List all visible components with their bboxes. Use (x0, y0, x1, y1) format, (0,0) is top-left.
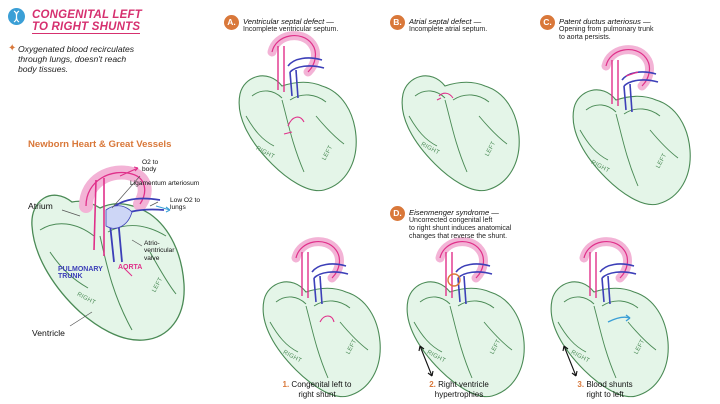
atrium-label: Atrium (28, 201, 53, 211)
pulmonary-trunk-label: PULMONARY TRUNK (58, 266, 103, 281)
step-2-line-2: hypertrophies (434, 389, 484, 399)
step-3-line-2: right to left (586, 389, 624, 399)
step2-heart-illustration (406, 242, 525, 398)
step3-heart-illustration (550, 242, 669, 398)
panel-a-title: Ventricular septal defect — (243, 17, 334, 26)
av-line-2: ventricular (144, 247, 175, 255)
panel-d-body-2: to right shunt induces anatomical (409, 225, 512, 232)
panel-a-badge: A. (224, 15, 239, 30)
page-title: CONGENITAL LEFT TO RIGHT SHUNTS (32, 9, 142, 34)
panel-c-title: Patent ductus arteriosus — (559, 17, 651, 26)
pda-heart-illustration (572, 50, 691, 206)
panel-a-body: Incomplete ventricular septum. (243, 26, 339, 33)
ligamentum-label: Ligamentum arteriosum (130, 180, 200, 187)
step-1-line-2: right shunt (298, 389, 336, 399)
panel-d-badge: D. (390, 206, 405, 221)
step1-heart-illustration (262, 242, 381, 398)
step-3-caption: 3. Blood shunts right to left (550, 380, 660, 399)
step-2-line-1: Right ventricle (438, 380, 489, 389)
ventricle-label: Ventricle (32, 328, 65, 338)
dna-icon (8, 8, 25, 25)
panel-b-caption: Atrial septal defect — Incomplete atrial… (409, 17, 487, 34)
panel-d-title: Eisenmenger syndrome — (409, 208, 499, 217)
step-3-number: 3. (577, 380, 585, 389)
panel-d-body-1: Uncorrected congenital left (409, 217, 493, 224)
title-line-2: TO RIGHT SHUNTS (32, 21, 141, 34)
step-1-line-1: Congenital left to (291, 380, 352, 389)
title-line-1: CONGENITAL LEFT (32, 9, 142, 21)
bulb-icon: ✦ (8, 43, 17, 54)
panel-c-badge: C. (540, 15, 555, 30)
low-o2-line-1: Low O2 to (170, 197, 201, 204)
aorta-label: AORTA (118, 264, 143, 271)
av-line-3: valve (144, 254, 160, 262)
step-2-number: 2. (429, 380, 436, 389)
intro-text: Oxygenated blood recirculates through lu… (18, 44, 134, 74)
o2-body-label: O2 to body (142, 159, 158, 174)
panel-d-body-3: changes that reverse the shunt. (409, 233, 508, 240)
asd-heart-illustration (401, 75, 520, 192)
intro-line-2: through lungs, doesn't reach (18, 54, 127, 64)
step-2-caption: 2. Right ventricle hypertrophies (404, 380, 514, 399)
panel-a-caption: Ventricular septal defect — Incomplete v… (243, 17, 338, 34)
o2-body-line-1: O2 to (142, 159, 159, 166)
panel-c-body-2: to aorta persists. (559, 34, 611, 41)
av-valve-label: Atrio- ventricular valve (144, 240, 174, 262)
step-1-caption: 1. Congenital left to right shunt (262, 380, 372, 399)
panel-d-caption: Eisenmenger syndrome — Uncorrected conge… (409, 208, 511, 241)
panel-b-body: Incomplete atrial septum. (409, 26, 488, 33)
step-1-number: 1. (282, 380, 290, 389)
o2-body-line-2: body (142, 166, 157, 174)
panel-c-body-1: Opening from pulmonary trunk (559, 26, 654, 33)
intro-line-1: Oxygenated blood recirculates (18, 44, 135, 54)
panel-b-badge: B. (390, 15, 405, 30)
low-o2-line-2: lungs (170, 204, 186, 212)
newborn-heart-illustration (31, 165, 185, 341)
panel-c-caption: Patent ductus arteriosus — Opening from … (559, 17, 654, 42)
panel-b-title: Atrial septal defect — (409, 17, 482, 26)
pulmonary-line-1: PULMONARY (58, 266, 103, 273)
intro-line-3: body tissues. (18, 64, 69, 74)
newborn-heading: Newborn Heart & Great Vessels (28, 139, 172, 150)
pulmonary-line-2: TRUNK (58, 273, 83, 281)
vsd-heart-illustration (238, 36, 357, 192)
av-line-1: Atrio- (144, 240, 160, 247)
low-o2-label: Low O2 to lungs (170, 197, 200, 212)
step-3-line-1: Blood shunts (586, 380, 633, 389)
